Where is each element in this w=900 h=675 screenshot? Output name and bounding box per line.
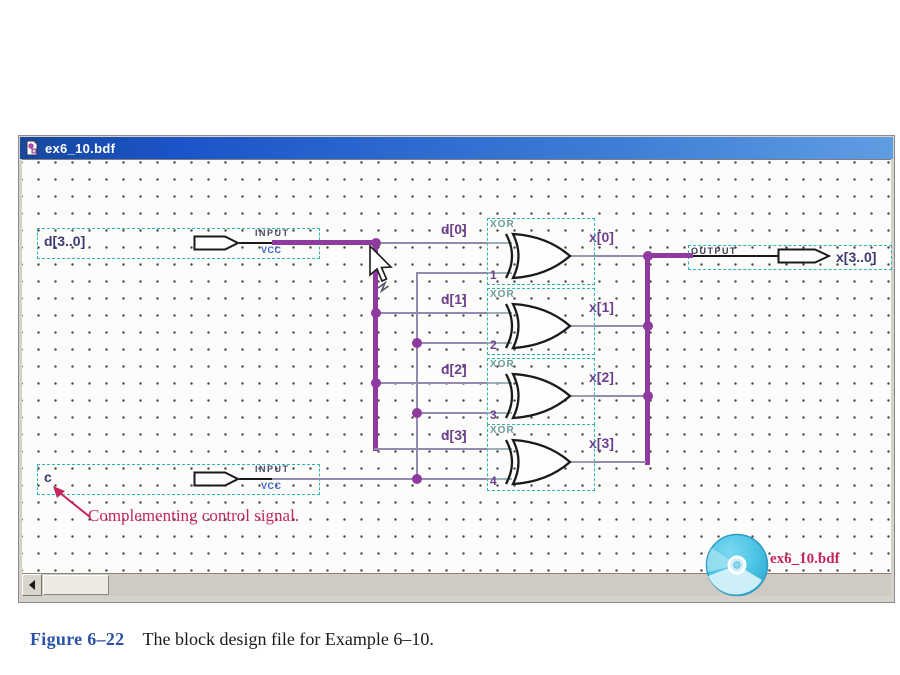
window-title: ex6_10.bdf <box>45 140 116 156</box>
x-bus-vertical[interactable] <box>645 253 650 465</box>
junction-dot <box>412 474 422 484</box>
input-pin-power-c: VCC <box>261 481 282 491</box>
pin-stub-c <box>239 478 273 480</box>
gate-type-label: XOR <box>490 425 515 436</box>
xor-gate-2[interactable]: XOR 2 <box>487 288 595 355</box>
gate-instance-number: 3 <box>490 408 497 422</box>
input-pin-symbol-c[interactable] <box>193 471 240 487</box>
annotation-text[interactable]: Complementing control signal. <box>88 506 300 525</box>
pin-stub-d <box>239 242 273 244</box>
mouse-cursor-icon <box>369 244 393 294</box>
net-d3[interactable] <box>374 448 487 450</box>
d-bus-vertical[interactable] <box>373 240 378 451</box>
node-label-d0[interactable]: d[0] <box>441 221 467 237</box>
net-c-main[interactable] <box>272 478 487 480</box>
junction-dot <box>371 308 381 318</box>
cd-badge-label: ex6_10.bdf <box>770 551 840 567</box>
x-bus-horizontal[interactable] <box>645 253 693 258</box>
net-c-branch1[interactable] <box>416 272 487 274</box>
net-x0[interactable] <box>595 255 646 257</box>
gate-instance-number: 1 <box>490 268 497 282</box>
gate-type-label: XOR <box>490 219 515 230</box>
pin-name-d[interactable]: d[3..0] <box>44 233 86 249</box>
node-label-x2[interactable]: x[2] <box>589 369 614 385</box>
xor-gate-3[interactable]: XOR 3 <box>487 358 595 425</box>
scroll-left-icon <box>29 580 35 590</box>
net-d0[interactable] <box>374 242 487 244</box>
node-label-d3[interactable]: d[3] <box>441 427 467 443</box>
input-pin-power-d: VCC <box>261 245 282 255</box>
bdf-file-icon <box>26 140 38 156</box>
net-c-branch2[interactable] <box>416 342 487 344</box>
scrollbar-thumb[interactable] <box>43 575 109 595</box>
input-pin-type-d: INPUT <box>255 228 290 238</box>
figure-caption-text: The block design file for Example 6–10. <box>142 629 434 649</box>
junction-dot <box>371 378 381 388</box>
xor-gate-4[interactable]: XOR 4 <box>487 424 595 491</box>
xor-gate-1[interactable]: XOR 1 <box>487 218 595 285</box>
d-bus-horizontal[interactable] <box>272 240 378 245</box>
net-c-vertical[interactable] <box>416 272 418 480</box>
pin-stub-x <box>693 255 778 257</box>
output-pin-type: OUTPUT <box>691 246 737 256</box>
cd-icon <box>705 533 769 597</box>
output-pin-symbol[interactable] <box>777 248 831 264</box>
figure-caption: Figure 6–22 The block design file for Exa… <box>30 629 434 650</box>
input-pin-symbol-d[interactable] <box>193 235 240 251</box>
xor-gate-symbol <box>487 372 595 420</box>
horizontal-scrollbar[interactable] <box>22 573 891 596</box>
net-x2[interactable] <box>595 395 646 397</box>
xor-gate-symbol <box>487 232 595 280</box>
gate-type-label: XOR <box>490 289 515 300</box>
gate-instance-number: 4 <box>490 474 497 488</box>
junction-dot <box>412 338 422 348</box>
node-label-x1[interactable]: x[1] <box>589 299 614 315</box>
junction-dot <box>643 251 653 261</box>
junction-dot <box>412 408 422 418</box>
node-label-d2[interactable]: d[2] <box>441 361 467 377</box>
title-bar[interactable]: ex6_10.bdf <box>20 137 893 159</box>
net-c-branch3[interactable] <box>416 412 487 414</box>
gate-instance-number: 2 <box>490 338 497 352</box>
node-label-x3[interactable]: x[3] <box>589 435 614 451</box>
junction-dot <box>371 238 381 248</box>
net-x1[interactable] <box>595 325 646 327</box>
pin-name-x[interactable]: x[3..0] <box>836 249 877 265</box>
annotation-arrow <box>53 486 91 518</box>
net-d1[interactable] <box>374 312 487 314</box>
input-pin-type-c: INPUT <box>255 464 290 474</box>
junction-dot <box>643 391 653 401</box>
pin-name-c[interactable]: c <box>44 469 52 485</box>
node-label-d1[interactable]: d[1] <box>441 291 467 307</box>
junction-dot <box>643 321 653 331</box>
net-d2[interactable] <box>374 382 487 384</box>
scroll-left-button[interactable] <box>22 574 42 596</box>
node-label-x0[interactable]: x[0] <box>589 229 614 245</box>
net-x3[interactable] <box>595 461 646 463</box>
gate-type-label: XOR <box>490 359 515 370</box>
figure-number: Figure 6–22 <box>30 629 125 649</box>
xor-gate-symbol <box>487 438 595 486</box>
xor-gate-symbol <box>487 302 595 350</box>
